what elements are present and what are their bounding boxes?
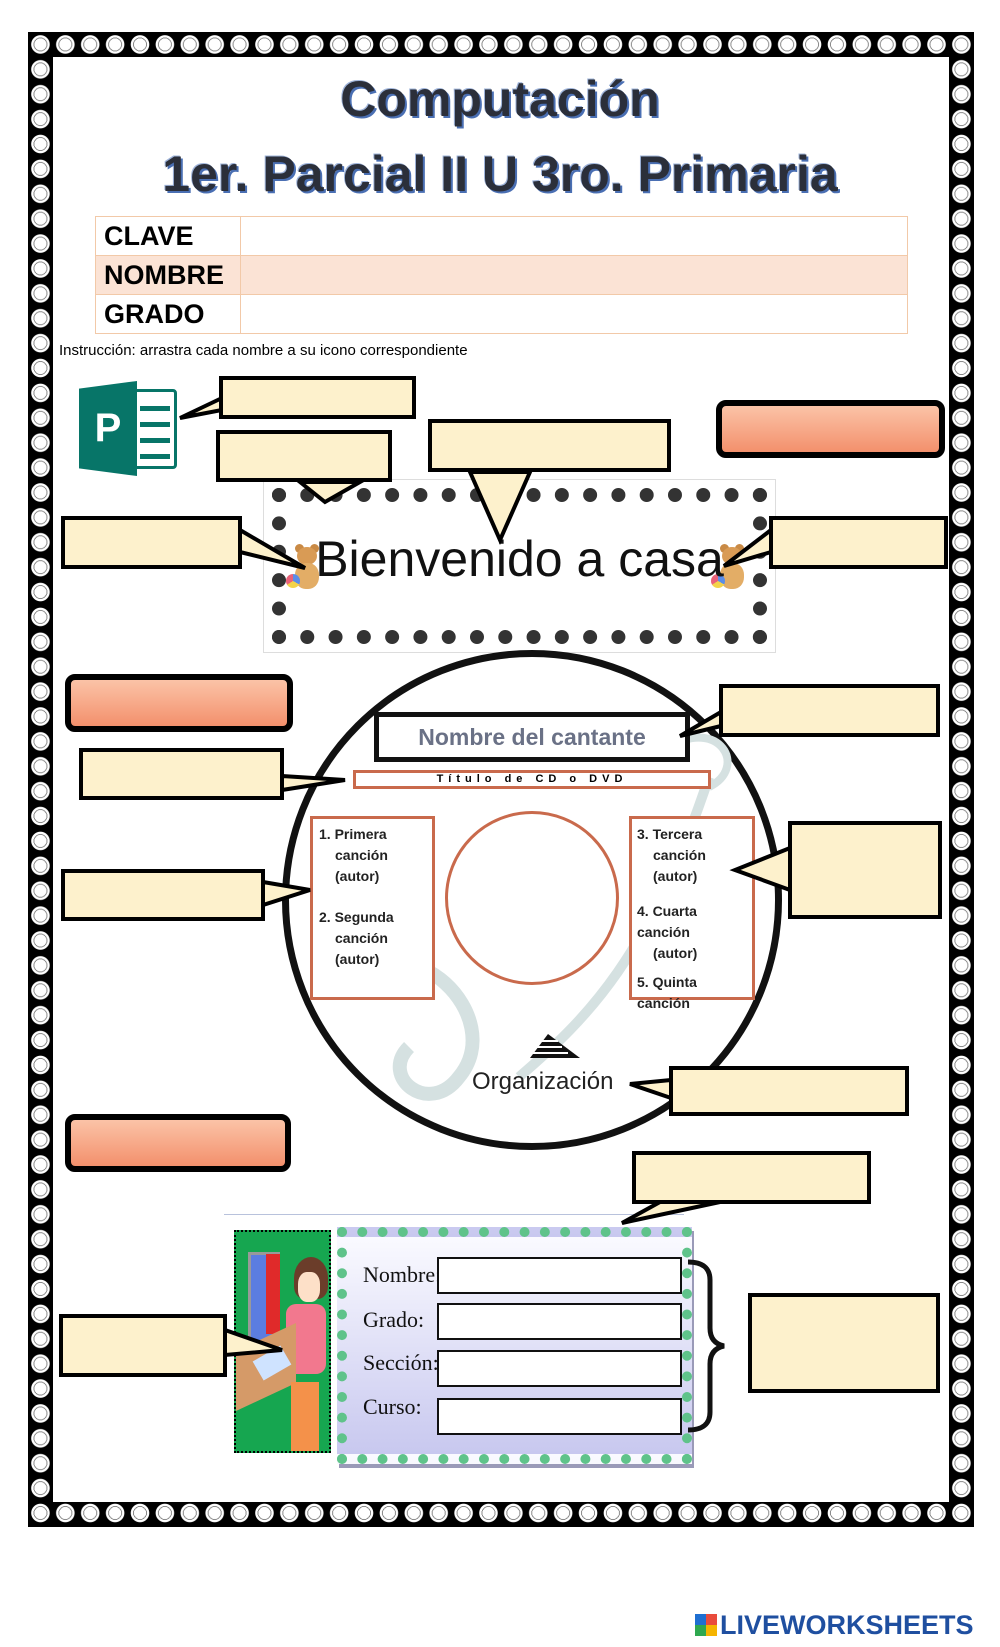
clave-label: CLAVE	[95, 216, 241, 256]
drop-target-9[interactable]	[788, 821, 942, 919]
drop-target-5[interactable]	[769, 516, 948, 569]
student-form-card: Nombre: Grado: Sección: Curso:	[337, 1227, 692, 1464]
form-label-seccion: Sección:	[363, 1350, 439, 1375]
clave-field[interactable]	[240, 216, 908, 256]
student-info-table: CLAVE NOMBRE GRADO	[95, 216, 908, 334]
answer-pill-3[interactable]	[65, 1114, 291, 1172]
nombre-field[interactable]	[240, 255, 908, 295]
table-row: CLAVE	[95, 216, 908, 256]
song-item: 4. Cuarta canción	[637, 903, 697, 940]
song-item: 2. Segunda	[319, 909, 394, 925]
cd-title: Título de CD o DVD	[353, 770, 711, 789]
drop-target-12[interactable]	[59, 1314, 227, 1377]
logo-text: LIVEWORKSHEETS	[720, 1610, 974, 1640]
publisher-icon: P	[79, 381, 184, 476]
table-row: NOMBRE	[95, 255, 908, 295]
song-item: 5. Quinta canción	[637, 974, 697, 1011]
cd-center-hole	[445, 811, 619, 985]
form-label-grado: Grado:	[363, 1307, 425, 1332]
liveworksheets-logo: LIVEWORKSHEETS	[695, 1610, 974, 1641]
drop-target-8[interactable]	[61, 869, 265, 921]
grado-label: GRADO	[95, 294, 241, 334]
child-at-computer-image	[234, 1230, 331, 1453]
song-item: (autor)	[653, 868, 698, 884]
nombre-label: NOMBRE	[95, 255, 241, 295]
instruction-text: Instrucción: arrastra cada nombre a su i…	[59, 342, 468, 359]
form-label-nombre: Nombre:	[363, 1262, 442, 1287]
page-subtitle: 1er. Parcial II U 3ro. Primaria	[162, 146, 838, 202]
drop-target-4[interactable]	[61, 516, 242, 569]
page-title: Computación	[340, 71, 660, 127]
drop-target-6[interactable]	[79, 748, 284, 800]
answer-pill-2[interactable]	[65, 674, 293, 732]
drop-target-7[interactable]	[719, 684, 940, 737]
form-input-nombre	[437, 1257, 682, 1294]
song-item: canción	[335, 930, 388, 946]
left-song-list: 1. Primera canción (autor) 2. Segunda ca…	[310, 816, 435, 1000]
song-item: canción	[653, 847, 706, 863]
song-item: 1. Primera	[319, 826, 387, 842]
song-item: canción	[335, 847, 388, 863]
drop-target-11[interactable]	[632, 1151, 871, 1204]
form-label-curso: Curso:	[363, 1394, 422, 1419]
organization-text: Organización	[472, 1068, 614, 1095]
form-input-curso	[437, 1398, 682, 1435]
drop-target-10[interactable]	[669, 1066, 909, 1116]
form-input-grado	[437, 1303, 682, 1340]
welcome-banner: Bienvenido a casa	[263, 479, 776, 653]
table-row: GRADO	[95, 294, 908, 334]
drop-target-3[interactable]	[428, 419, 671, 472]
organization-logo-icon	[528, 1034, 580, 1058]
song-item: (autor)	[653, 945, 698, 961]
singer-name: Nombre del cantante	[374, 712, 690, 762]
form-input-seccion	[437, 1350, 682, 1387]
right-song-list: 3. Tercera canción (autor) 4. Cuarta can…	[629, 816, 755, 1011]
publisher-letter: P	[79, 381, 137, 476]
drop-target-2[interactable]	[216, 430, 392, 482]
divider-line	[224, 1214, 684, 1215]
song-item: 3. Tercera	[637, 826, 703, 842]
grado-field[interactable]	[240, 294, 908, 334]
banner-text: Bienvenido a casa	[315, 531, 724, 587]
answer-pill-1[interactable]	[716, 400, 945, 458]
song-item: (autor)	[335, 868, 380, 884]
logo-icon	[695, 1614, 717, 1636]
drop-target-1[interactable]	[219, 376, 416, 419]
song-item: (autor)	[335, 951, 380, 967]
drop-target-13[interactable]	[748, 1293, 940, 1393]
